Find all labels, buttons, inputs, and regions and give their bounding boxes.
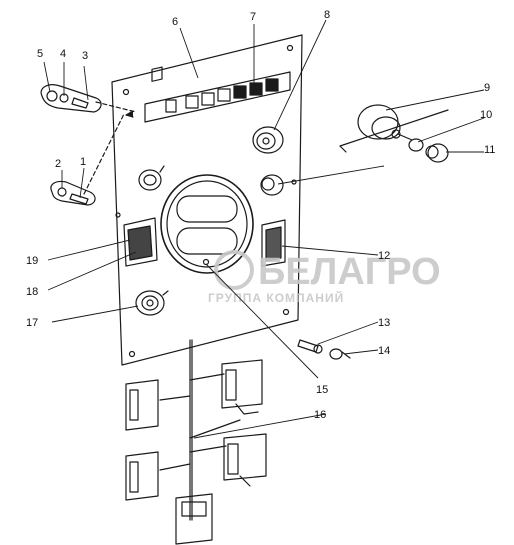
callout-1: 1 [80,156,86,168]
callout-6: 6 [172,16,178,28]
callout-15: 15 [316,384,328,396]
wiring-harness [159,339,241,521]
callout-5: 5 [37,48,43,60]
callout-9: 9 [484,82,490,94]
callout-8: 8 [324,9,330,21]
callout-16: 16 [314,409,326,421]
callout-11: 11 [484,144,495,156]
connector-lower-right [223,433,267,487]
watermark-brand: БЕЛАГРО [258,251,441,293]
callout-7: 7 [250,11,256,23]
connector-upper-left [125,379,159,431]
callout-19: 19 [26,255,38,267]
lamp-holder-upper [40,84,102,113]
callout-10: 10 [480,109,492,121]
panel-body [111,34,303,366]
light-switch-assembly [339,104,449,163]
connector-bottom [175,493,213,545]
callout-17: 17 [26,317,38,329]
callout-12: 12 [378,250,390,262]
callout-3: 3 [82,50,88,62]
callout-2: 2 [55,158,61,170]
callout-13: 13 [378,317,390,329]
combination-gauge [160,174,254,274]
ignition-switch [252,126,284,154]
callout-18: 18 [26,286,38,298]
watermark-tagline: ГРУППА КОМПАНИЙ [208,290,344,305]
lamp-socket [297,339,351,360]
connector-upper-right [221,359,263,415]
indicator-strip [144,66,291,123]
callout-14: 14 [378,345,390,357]
rocker-switch-right [261,219,286,267]
watermark-logo: БЕЛАГРО ГРУППА КОМПАНИЙ [208,250,441,305]
callout-4: 4 [60,48,66,60]
connector-lower-left [125,451,159,501]
callout-labels: 1 2 3 4 5 6 7 8 9 10 11 12 13 14 15 16 1… [26,9,495,421]
toggle-switch-upper [138,165,165,191]
rocker-switch [123,217,158,267]
round-switch-lower [135,290,169,316]
panel-knob [260,174,284,196]
